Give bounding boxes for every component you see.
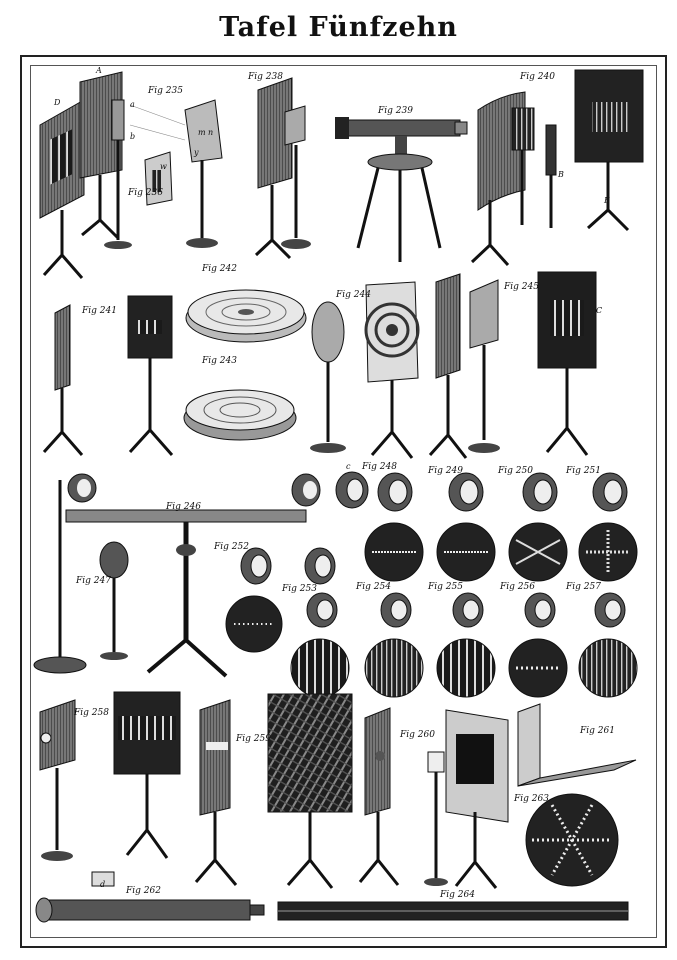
- letter-n: n: [208, 128, 214, 137]
- fig261-label: Fig 261: [580, 726, 615, 736]
- fig255-label: Fig 255: [428, 582, 463, 592]
- fig236-apparatus: [144, 151, 173, 206]
- fig246-label: Fig 246: [166, 502, 201, 512]
- fig245-apparatus: [428, 271, 597, 459]
- fig260-label: Fig 260: [400, 730, 435, 740]
- fig252-label: Fig 252: [214, 542, 249, 552]
- fig235-apparatus: [39, 71, 223, 279]
- pattern-disc-row-2: [290, 638, 638, 698]
- eyepiece-row-1: [335, 471, 628, 512]
- fig264-label: Fig 264: [440, 890, 475, 900]
- fig256-label: Fig 256: [500, 582, 535, 592]
- fig246-bench: [33, 473, 321, 678]
- fig244-label: Fig 244: [336, 290, 371, 300]
- letter-E: E: [604, 196, 610, 205]
- letter-B: B: [558, 170, 564, 179]
- letter-y: y: [194, 148, 199, 157]
- fig264-bar: [277, 901, 629, 921]
- fig238-label: Fig 238: [248, 72, 283, 82]
- fig241-label: Fig 241: [82, 306, 117, 316]
- letter-b: b: [130, 132, 136, 141]
- fig235-label: Fig 235: [148, 86, 183, 96]
- fig243-label: Fig 243: [202, 356, 237, 366]
- fig242-label: Fig 242: [202, 264, 237, 274]
- fig240-apparatus: [470, 69, 644, 267]
- letter-D: D: [54, 98, 61, 107]
- fig260-apparatus: [358, 707, 509, 889]
- fig241-apparatus: [42, 295, 174, 456]
- fig236-label: Fig 236: [128, 188, 163, 198]
- fig247-label: Fig 247: [76, 576, 111, 586]
- page-title: Tafel Fünfzehn: [219, 12, 458, 43]
- fig258-apparatus: [39, 691, 181, 861]
- eyepiece-row-2: [306, 592, 626, 628]
- fig244-apparatus: [310, 281, 420, 459]
- letter-w: w: [160, 162, 167, 171]
- fig251-label: Fig 251: [566, 466, 601, 476]
- fig245-label: Fig 245: [504, 282, 539, 292]
- fig249-label: Fig 249: [428, 466, 463, 476]
- fig250-label: Fig 250: [498, 466, 533, 476]
- fig240-label: Fig 240: [520, 72, 555, 82]
- letter-A: A: [96, 66, 102, 75]
- fig262-label: Fig 262: [126, 886, 161, 896]
- pattern-disc-row-1: [364, 522, 638, 582]
- fig239-telescope: [335, 117, 468, 262]
- fig263-label: Fig 263: [514, 794, 549, 804]
- fig254-label: Fig 254: [356, 582, 391, 592]
- fig252-disc: [225, 595, 283, 653]
- fig248-label: Fig 248: [362, 462, 397, 472]
- letter-a: a: [130, 100, 135, 109]
- fig242-dish: [185, 289, 307, 343]
- plate-inner-border: [30, 65, 657, 938]
- letter-d: d: [100, 880, 106, 889]
- fig259-label: Fig 259: [236, 734, 271, 744]
- fig239-label: Fig 239: [378, 106, 413, 116]
- fig252-eyepieces: [240, 547, 336, 585]
- fig238-apparatus: [254, 77, 311, 260]
- fig261-apparatus: [517, 703, 637, 787]
- fig253-label: Fig 253: [282, 584, 317, 594]
- letter-C: C: [596, 306, 603, 315]
- fig243-dish: [183, 389, 297, 441]
- fig263-disc: [525, 793, 619, 887]
- fig258-label: Fig 258: [74, 708, 109, 718]
- letter-m: m: [198, 128, 206, 137]
- fig257-label: Fig 257: [566, 582, 601, 592]
- letter-c: c: [346, 462, 351, 471]
- fig259-apparatus: [194, 693, 353, 889]
- fig247-lamp: [99, 541, 129, 660]
- fig262-telescope: [35, 871, 265, 923]
